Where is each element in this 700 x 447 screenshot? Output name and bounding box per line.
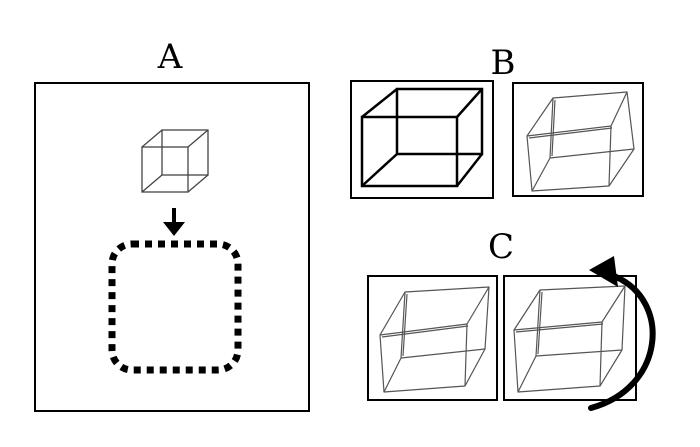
down-arrow-icon — [163, 208, 185, 236]
rotate-arrow-icon — [588, 256, 656, 411]
model-cube-frame — [350, 80, 494, 199]
sketch-cube-left — [379, 286, 490, 393]
model-cube — [360, 87, 484, 188]
reference-cube — [141, 129, 209, 193]
sketch-cube-frame — [512, 82, 644, 197]
panel-b-label: B — [491, 43, 516, 83]
panel-a: A — [34, 37, 310, 412]
drawing-area-placeholder — [108, 240, 242, 374]
panel-a-label: A — [157, 37, 183, 77]
panel-c-label: C — [488, 227, 514, 267]
sketch-cube-right-frame — [503, 275, 637, 401]
sketch-cube-left-frame — [367, 275, 498, 401]
panel-a-frame — [34, 82, 310, 412]
sketch-cube-right — [513, 285, 626, 393]
panel-c: C — [367, 227, 656, 411]
sketch-cube — [526, 91, 635, 192]
panel-b: B — [350, 43, 644, 199]
